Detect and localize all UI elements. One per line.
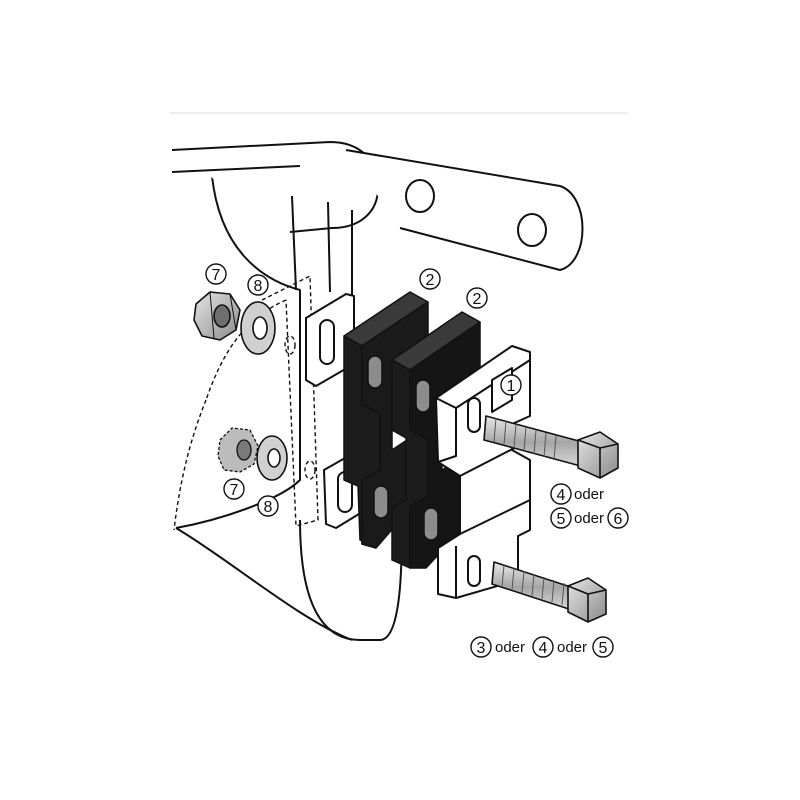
lower-bolt-options: 3 oder 4 oder 5 (470, 636, 614, 658)
svg-text:3: 3 (477, 640, 486, 657)
callout-2-left: 2 (419, 268, 441, 290)
top-washer (240, 301, 276, 355)
bottom-washer (256, 435, 288, 481)
svg-text:oder: oder (557, 639, 587, 656)
callout-7-top: 7 (205, 263, 227, 285)
svg-text:8: 8 (254, 278, 263, 295)
bottom-nut (217, 427, 259, 473)
svg-text:6: 6 (614, 511, 623, 528)
svg-text:oder: oder (574, 510, 604, 527)
svg-text:7: 7 (212, 267, 221, 284)
motorcycle-frame (171, 141, 584, 641)
svg-text:oder: oder (495, 639, 525, 656)
callout-8-top: 8 (247, 274, 269, 296)
svg-text:1: 1 (507, 378, 516, 395)
upper-bolt (483, 415, 619, 479)
svg-text:7: 7 (230, 482, 239, 499)
callout-1: 1 (500, 374, 522, 396)
callout-7-bottom: 7 (223, 478, 245, 500)
svg-text:4: 4 (539, 640, 548, 657)
svg-text:5: 5 (557, 511, 566, 528)
upper-bolt-options: 4 oder 5 oder 6 (550, 483, 629, 529)
lower-bolt (491, 561, 607, 623)
svg-text:2: 2 (426, 272, 435, 289)
svg-text:5: 5 (599, 640, 608, 657)
clamp-bracket (435, 345, 531, 599)
top-nut (193, 291, 241, 341)
hidden-frame-plate (173, 274, 319, 531)
callout-2-right: 2 (466, 287, 488, 309)
svg-text:4: 4 (557, 487, 566, 504)
svg-text:2: 2 (473, 291, 482, 308)
callout-8-bottom: 8 (257, 495, 279, 517)
svg-text:8: 8 (264, 499, 273, 516)
svg-text:oder: oder (574, 486, 604, 503)
